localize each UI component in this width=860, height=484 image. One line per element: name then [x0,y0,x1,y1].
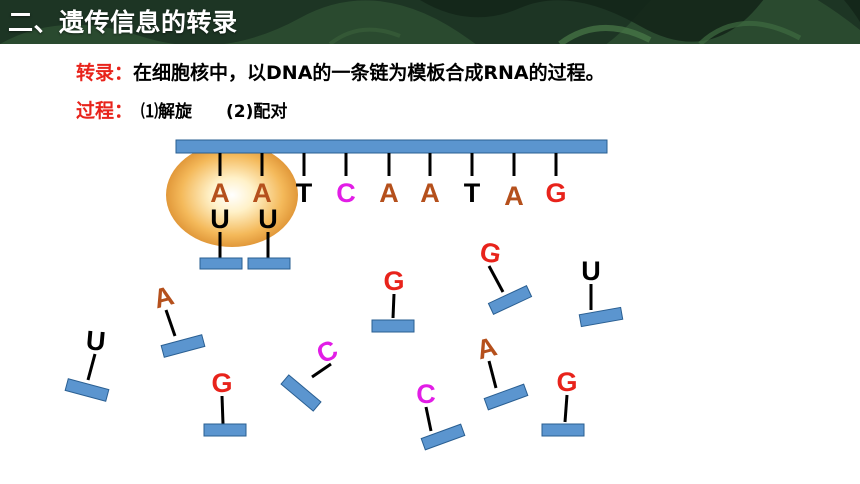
free-nucleotide-stem [86,353,97,381]
process-step-pairing: (2)配对 [226,102,288,122]
free-nucleotide-sugar-bar [541,423,585,437]
dna-base-letter: T [464,178,481,208]
jungle-background [0,0,860,44]
free-nucleotide-letter: U [581,256,601,286]
dna-base-1: A [210,153,230,208]
dna-base-4: C [336,153,356,208]
free-nucleotide-sugar-bar [160,334,206,358]
free-nucleotide-sugar-bar [420,423,466,451]
free-nucleotide-6: C [280,334,342,412]
header-banner: 二、遗传信息的转录 [0,0,860,44]
rna-polymerase [166,143,298,247]
dna-base-letter: A [420,178,440,208]
free-nucleotide-stem [487,360,498,389]
free-nucleotide-letter: C [312,334,342,369]
dna-base-letter: C [336,178,356,208]
free-nucleotide-4: G [478,237,533,315]
paired-rna-letter: U [258,204,278,234]
free-nucleotide-7: G [203,368,247,437]
free-nucleotide-stem [220,395,225,425]
dna-base-letter: A [210,178,230,208]
dna-base-letter: G [545,178,566,208]
process-label: 过程： [76,100,134,122]
free-nucleotide-stem [311,362,332,379]
paired-rna-nucleotide-2: U [247,204,291,270]
free-nucleotide-letter: G [556,367,577,397]
free-nucleotide-stem [164,309,177,337]
dna-base-5: A [379,153,399,208]
free-nucleotide-1: U [64,325,110,402]
free-nucleotide-stem [391,293,396,319]
paired-rna-sugar-bar [247,257,291,270]
dna-base-3: T [296,153,313,208]
free-nucleotide-8: G [541,367,585,437]
paired-rna-nucleotide-1: U [199,204,243,270]
dna-base-8: A [504,153,524,211]
paired-rna-sugar-bar [199,257,243,270]
dna-base-letter: T [296,178,313,208]
free-nucleotide-stem [563,394,569,423]
free-nucleotide-letter: G [478,237,504,270]
dna-base-2: A [252,153,272,208]
dna-base-7: T [464,153,481,208]
definition-label: 转录： [76,62,134,84]
free-nucleotide-10: A [473,331,529,411]
free-nucleotide-letter: A [473,331,500,365]
page-title: 二、遗传信息的转录 [8,8,238,37]
free-nucleotide-letter: G [383,266,404,296]
free-nucleotide-letter: A [150,280,177,314]
free-nucleotide-letter: C [416,379,436,409]
free-nucleotide-sugar-bar [483,383,529,411]
free-nucleotide-3: G [371,266,415,333]
process-step-unwind: ⑴解旋 [141,102,193,122]
dna-base-letter: A [379,178,399,208]
dna-base-letter: A [252,178,272,208]
free-nucleotide-sugar-bar [203,423,247,437]
process-line: 过程： ⑴解旋 (2)配对 [76,96,287,123]
dna-base-6: A [420,153,440,208]
free-nucleotide-sugar-bar [64,378,110,402]
free-nucleotide-letter: G [211,368,232,398]
free-nucleotide-sugar-bar [280,374,322,412]
free-nucleotide-9: C [416,379,466,451]
free-nucleotide-letter: U [85,325,107,357]
free-nucleotide-sugar-bar [371,319,415,333]
definition-line: 转录：在细胞核中，以DNA的一条链为模板合成RNA的过程。 [76,58,605,85]
free-nucleotide-sugar-bar [578,306,624,328]
free-nucleotide-sugar-bar [487,285,533,315]
dna-template-strand [175,139,608,154]
free-nucleotide-stem [424,406,433,432]
free-nucleotide-2: A [150,280,206,358]
dna-base-letter: A [504,181,524,211]
definition-text: 在细胞核中，以DNA的一条链为模板合成RNA的过程。 [133,62,605,84]
paired-rna-letter: U [210,204,230,234]
free-nucleotide-5: U [578,256,624,328]
free-nucleotide-stem [487,265,505,293]
dna-base-9: G [545,153,567,208]
